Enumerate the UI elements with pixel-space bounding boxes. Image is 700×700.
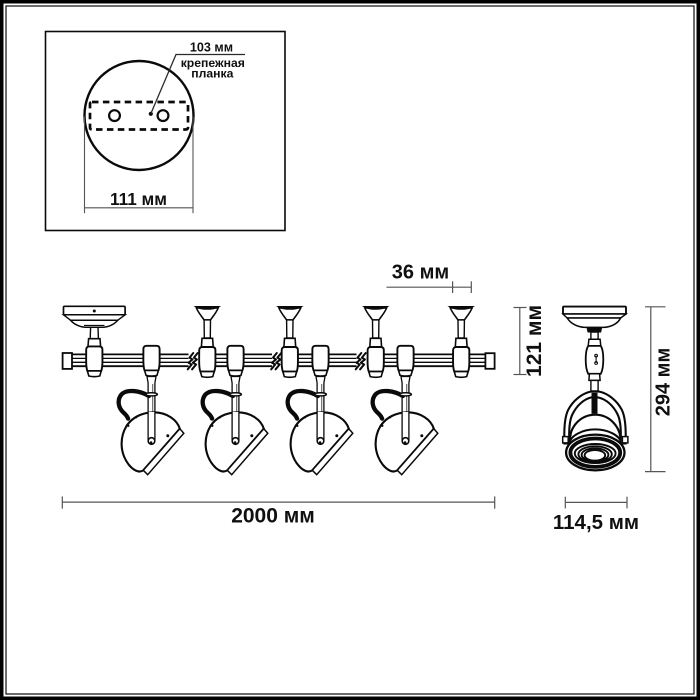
svg-text:111 мм: 111 мм (110, 189, 167, 209)
svg-text:103 мм: 103 мм (190, 40, 233, 54)
svg-text:планка: планка (191, 66, 233, 80)
svg-text:крепежная: крепежная (181, 56, 245, 70)
svg-text:36 мм: 36 мм (392, 261, 449, 283)
svg-text:121 мм: 121 мм (523, 305, 546, 377)
svg-text:114,5 мм: 114,5 мм (553, 511, 639, 534)
svg-text:2000 мм: 2000 мм (231, 505, 315, 528)
svg-text:294 мм: 294 мм (653, 348, 675, 417)
